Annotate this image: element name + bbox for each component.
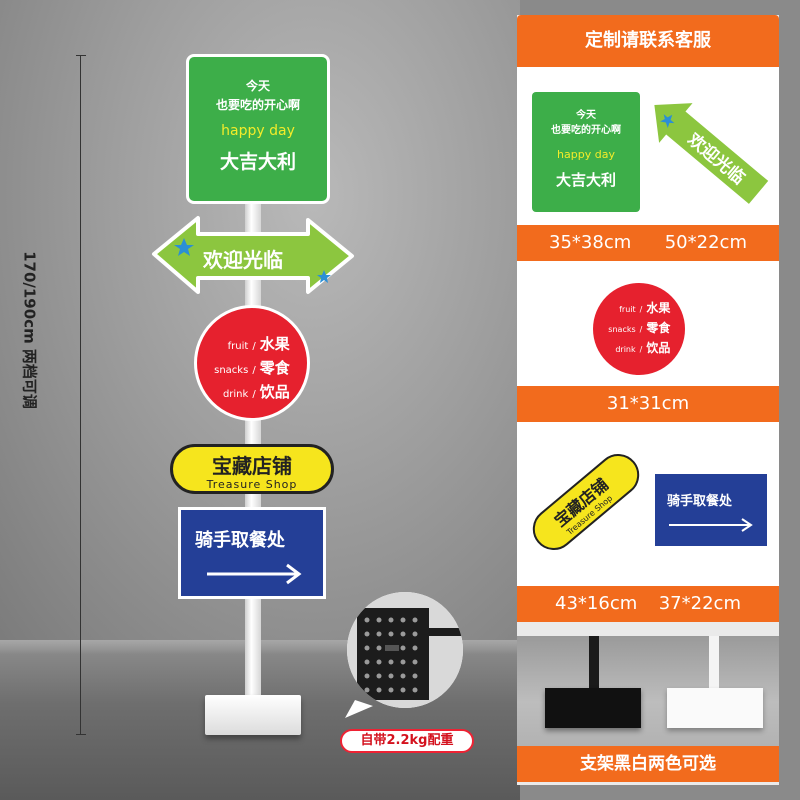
- mini-green-sign: 今天 也要吃的开心啊 happy day 大吉大利: [532, 92, 640, 212]
- size-label-2: 31*31cm: [606, 393, 690, 414]
- treasure-shop-sign: 宝藏店铺 Treasure Shop: [170, 444, 334, 494]
- star-icon: [660, 114, 675, 128]
- green-sign-line2: 也要吃的开心啊: [215, 98, 300, 112]
- size-label-1b: 50*22cm: [664, 232, 747, 253]
- red-row-snacks: snacks/ 零食: [214, 359, 290, 377]
- green-sign-line3: happy day: [221, 123, 295, 139]
- rider-pickup-text: 骑手取餐处: [195, 530, 285, 551]
- mini-rider-text: 骑手取餐处: [667, 494, 733, 509]
- black-stand-base: [545, 688, 641, 728]
- red-row-fruit: fruit/ 水果: [227, 335, 290, 353]
- dim-bar-2: 31*31cm: [517, 386, 779, 422]
- welcome-arrow-text: 欢迎光临: [203, 248, 283, 272]
- green-sign: 今天 也要吃的开心啊 happy day 大吉大利: [186, 54, 330, 204]
- mini-red-sign: fruit/ 水果 snacks/ 零食 drink/ 饮品: [593, 283, 685, 375]
- green-sign-line1: 今天: [245, 79, 270, 93]
- arrow-right-icon: [669, 518, 753, 532]
- height-measure-line: [76, 55, 86, 735]
- size-label-3b: 37*22cm: [658, 593, 741, 614]
- arrow-right-icon: [207, 563, 302, 585]
- stand-base: [205, 695, 301, 735]
- treasure-shop-zh: 宝藏店铺: [212, 454, 292, 478]
- star-icon: [174, 238, 194, 256]
- stand-color-photo: [517, 636, 779, 746]
- red-row-drink: drink/ 饮品: [222, 383, 290, 401]
- weight-caption: 自带2.2kg配重: [340, 729, 474, 753]
- red-round-sign: fruit/ 水果 snacks/ 零食 drink/ 饮品: [194, 305, 310, 421]
- height-label: 170/190cm 两档可调: [20, 251, 39, 409]
- welcome-arrow-sign: [152, 216, 354, 294]
- white-stand-base: [667, 688, 763, 728]
- panel-header: 定制请联系客服: [517, 15, 779, 67]
- mini-arrow-sign: 欢迎光临: [654, 103, 769, 204]
- rider-pickup-sign: 骑手取餐处: [178, 507, 326, 599]
- stand-color-caption: 支架黑白两色可选: [517, 746, 779, 782]
- size-label-1a: 35*38cm: [549, 232, 632, 253]
- dim-bar-3: 43*16cm 37*22cm: [517, 586, 779, 622]
- weight-base-zoom: [345, 592, 463, 718]
- star-icon: [317, 270, 331, 283]
- mini-rider-sign: 骑手取餐处: [655, 474, 767, 546]
- dim-bar-1: 35*38cm 50*22cm: [517, 225, 779, 261]
- size-label-3a: 43*16cm: [555, 593, 638, 614]
- green-sign-line4: 大吉大利: [219, 151, 296, 173]
- mini-treasure-sign: 宝藏店铺 Treasure Shop: [532, 454, 640, 550]
- treasure-shop-en: Treasure Shop: [206, 478, 298, 491]
